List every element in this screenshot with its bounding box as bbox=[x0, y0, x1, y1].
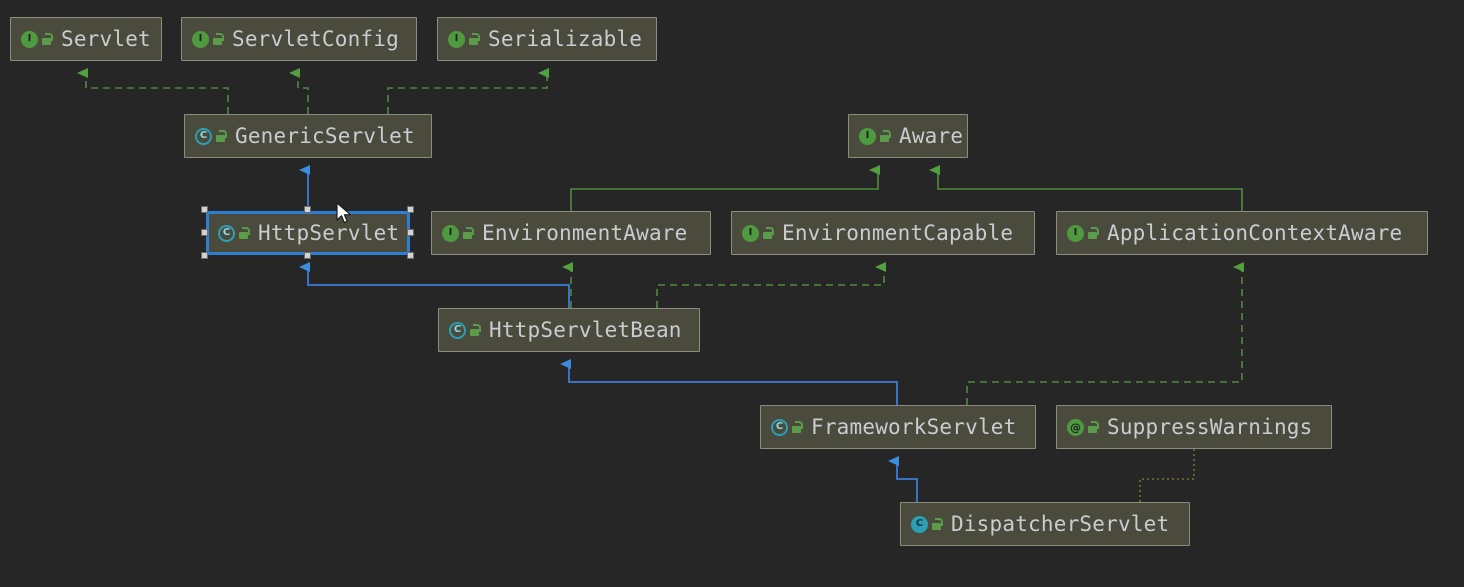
interface-icon: I bbox=[442, 224, 459, 242]
selection-handle-0[interactable] bbox=[201, 206, 208, 213]
class-node-label: Serializable bbox=[488, 26, 643, 51]
lock-icon bbox=[212, 33, 224, 45]
edge-frameworkservlet-httpservletbean bbox=[560, 359, 898, 405]
abstract-class-icon: C bbox=[195, 127, 212, 145]
edge-environmentaware-aware bbox=[570, 165, 880, 211]
abstract-class-icon: C bbox=[449, 321, 466, 339]
class-node-environmentaware[interactable]: I EnvironmentAware bbox=[431, 211, 711, 255]
class-node-label: SuppressWarnings bbox=[1107, 414, 1313, 439]
class-node-label: HttpServlet bbox=[258, 220, 400, 245]
selection-handle-4[interactable] bbox=[407, 229, 414, 236]
class-node-servletconfig[interactable]: I ServletConfig bbox=[181, 17, 417, 61]
lock-icon bbox=[1087, 227, 1099, 239]
class-node-dispatcherservlet[interactable]: C DispatcherServlet bbox=[900, 502, 1190, 546]
class-node-genericservlet[interactable]: C GenericServlet bbox=[184, 114, 432, 158]
lock-icon bbox=[791, 421, 803, 433]
class-node-applicationcontextaware[interactable]: I ApplicationContextAware bbox=[1056, 211, 1428, 255]
selection-handle-6[interactable] bbox=[304, 252, 311, 259]
lock-icon bbox=[762, 227, 774, 239]
class-icon: C bbox=[911, 515, 928, 533]
edge-genericservlet-servlet bbox=[77, 68, 229, 114]
class-node-servlet[interactable]: I Servlet bbox=[10, 17, 162, 61]
class-node-label: EnvironmentAware bbox=[482, 220, 688, 245]
edge-frameworkservlet-applicationcontextaware bbox=[966, 262, 1244, 405]
interface-icon: I bbox=[21, 30, 38, 48]
lock-icon bbox=[469, 324, 481, 336]
lock-icon bbox=[215, 130, 227, 142]
lock-icon bbox=[879, 130, 891, 142]
lock-icon bbox=[238, 227, 250, 239]
class-node-frameworkservlet[interactable]: C FrameworkServlet bbox=[760, 405, 1036, 449]
class-node-label: DispatcherServlet bbox=[951, 511, 1170, 536]
class-node-aware[interactable]: I Aware bbox=[848, 114, 968, 158]
class-node-serializable[interactable]: I Serializable bbox=[437, 17, 657, 61]
selection-handle-3[interactable] bbox=[201, 229, 208, 236]
lock-icon bbox=[41, 33, 53, 45]
selection-handle-2[interactable] bbox=[407, 206, 414, 213]
interface-icon: I bbox=[448, 30, 465, 48]
interface-icon: I bbox=[859, 127, 876, 145]
abstract-class-icon: C bbox=[771, 418, 788, 436]
lock-icon bbox=[468, 33, 480, 45]
edge-dispatcherservlet-frameworkservlet bbox=[888, 456, 918, 502]
class-node-label: HttpServletBean bbox=[489, 317, 682, 342]
class-node-httpservletbean[interactable]: C HttpServletBean bbox=[438, 308, 700, 352]
class-node-label: GenericServlet bbox=[235, 123, 415, 148]
class-node-label: EnvironmentCapable bbox=[782, 220, 1014, 245]
lock-icon bbox=[462, 227, 474, 239]
lock-icon bbox=[1087, 421, 1099, 433]
class-node-label: ApplicationContextAware bbox=[1107, 220, 1403, 245]
edge-dispatcherservlet-suppresswarnings bbox=[1139, 449, 1195, 502]
class-node-label: ServletConfig bbox=[232, 26, 399, 51]
interface-icon: I bbox=[742, 224, 759, 242]
edge-genericservlet-serializable bbox=[387, 68, 549, 114]
edge-genericservlet-servletconfig bbox=[289, 68, 309, 114]
class-node-label: Aware bbox=[899, 123, 964, 148]
edge-httpservletbean-environmentcapable bbox=[656, 262, 886, 308]
edge-applicationcontextaware-aware bbox=[929, 165, 1243, 211]
class-node-label: Servlet bbox=[61, 26, 151, 51]
class-node-suppresswarnings[interactable]: @ SuppressWarnings bbox=[1056, 405, 1332, 449]
annotation-icon: @ bbox=[1067, 418, 1084, 436]
edge-httpservletbean-httpservlet bbox=[299, 262, 570, 308]
lock-icon bbox=[931, 518, 943, 530]
selection-handle-1[interactable] bbox=[304, 206, 311, 213]
abstract-class-icon: C bbox=[218, 224, 235, 242]
interface-icon: I bbox=[192, 30, 209, 48]
class-node-label: FrameworkServlet bbox=[811, 414, 1017, 439]
class-node-environmentcapable[interactable]: I EnvironmentCapable bbox=[731, 211, 1035, 255]
selection-handle-5[interactable] bbox=[201, 252, 208, 259]
selection-handle-7[interactable] bbox=[407, 252, 414, 259]
class-node-httpservlet[interactable]: C HttpServlet bbox=[206, 211, 410, 255]
interface-icon: I bbox=[1067, 224, 1084, 242]
